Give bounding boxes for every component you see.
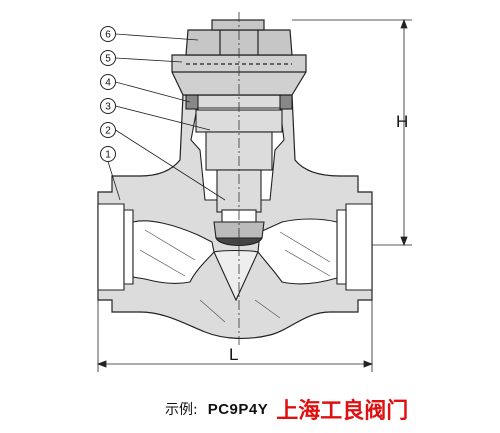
callout-1: 1 bbox=[100, 146, 121, 201]
caption-prefix: 示例: bbox=[165, 402, 198, 418]
dimension-l-label: L bbox=[229, 345, 238, 364]
dimension-h-label: H bbox=[396, 112, 408, 131]
right-port bbox=[336, 203, 373, 291]
callout-6: 6 bbox=[100, 26, 199, 42]
svg-text:6: 6 bbox=[105, 30, 111, 41]
caption: 示例: PC9P4Y 上海工良阀门 bbox=[165, 396, 495, 424]
svg-text:5: 5 bbox=[105, 54, 111, 65]
dimension-l bbox=[96, 300, 374, 372]
callout-5: 5 bbox=[100, 50, 183, 66]
svg-text:2: 2 bbox=[105, 126, 111, 137]
callout-4: 4 bbox=[100, 74, 191, 103]
left-port bbox=[97, 203, 134, 291]
svg-text:3: 3 bbox=[105, 102, 111, 113]
callout-2: 2 bbox=[100, 122, 226, 201]
svg-text:4: 4 bbox=[105, 78, 111, 89]
flow-passage bbox=[132, 218, 338, 302]
brand-name: 上海工良阀门 bbox=[276, 399, 409, 424]
section-hatching bbox=[139, 229, 331, 323]
dimension-h bbox=[292, 18, 412, 247]
seal-ring bbox=[185, 94, 293, 110]
callout-3: 3 bbox=[100, 98, 211, 131]
svg-text:1: 1 bbox=[105, 150, 111, 161]
model-number: PC9P4Y bbox=[207, 400, 269, 418]
hex-nut bbox=[185, 19, 293, 56]
